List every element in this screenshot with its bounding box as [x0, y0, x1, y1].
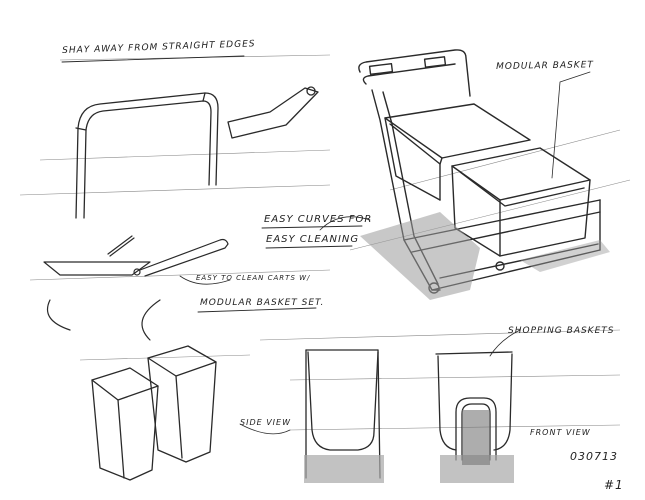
- front-view-sketch: [435, 351, 513, 461]
- note-date: 030713: [570, 450, 618, 463]
- note-page-number: #1: [604, 478, 624, 492]
- note-easy-clean-2: MODULAR BASKET SET.: [200, 298, 325, 308]
- annotation-underlines: [61, 55, 363, 313]
- note-shopping-baskets: SHOPPING BASKETS: [508, 326, 615, 336]
- basket-edge-sketch: [43, 235, 229, 341]
- note-modular-basket: MODULAR BASKET: [496, 60, 594, 72]
- cart-shadow: [360, 212, 480, 300]
- note-easy-curves-2: EASY CLEANING: [266, 234, 360, 245]
- note-side-view: SIDE VIEW: [240, 418, 291, 427]
- front-view-handle-shade: [462, 410, 490, 465]
- leader-lines: [179, 71, 591, 435]
- side-view-shadow: [304, 455, 384, 483]
- note-easy-curves-1: EASY CURVES FOR: [264, 214, 373, 225]
- construction-lines: [19, 54, 631, 431]
- note-front-view: FRONT VIEW: [530, 428, 591, 437]
- note-easy-clean-1: EASY TO CLEAN CARTS W/: [196, 274, 311, 282]
- handle-sketch: [75, 86, 319, 219]
- stacked-baskets-sketch: [91, 345, 217, 481]
- cart-shadow-right: [520, 240, 610, 272]
